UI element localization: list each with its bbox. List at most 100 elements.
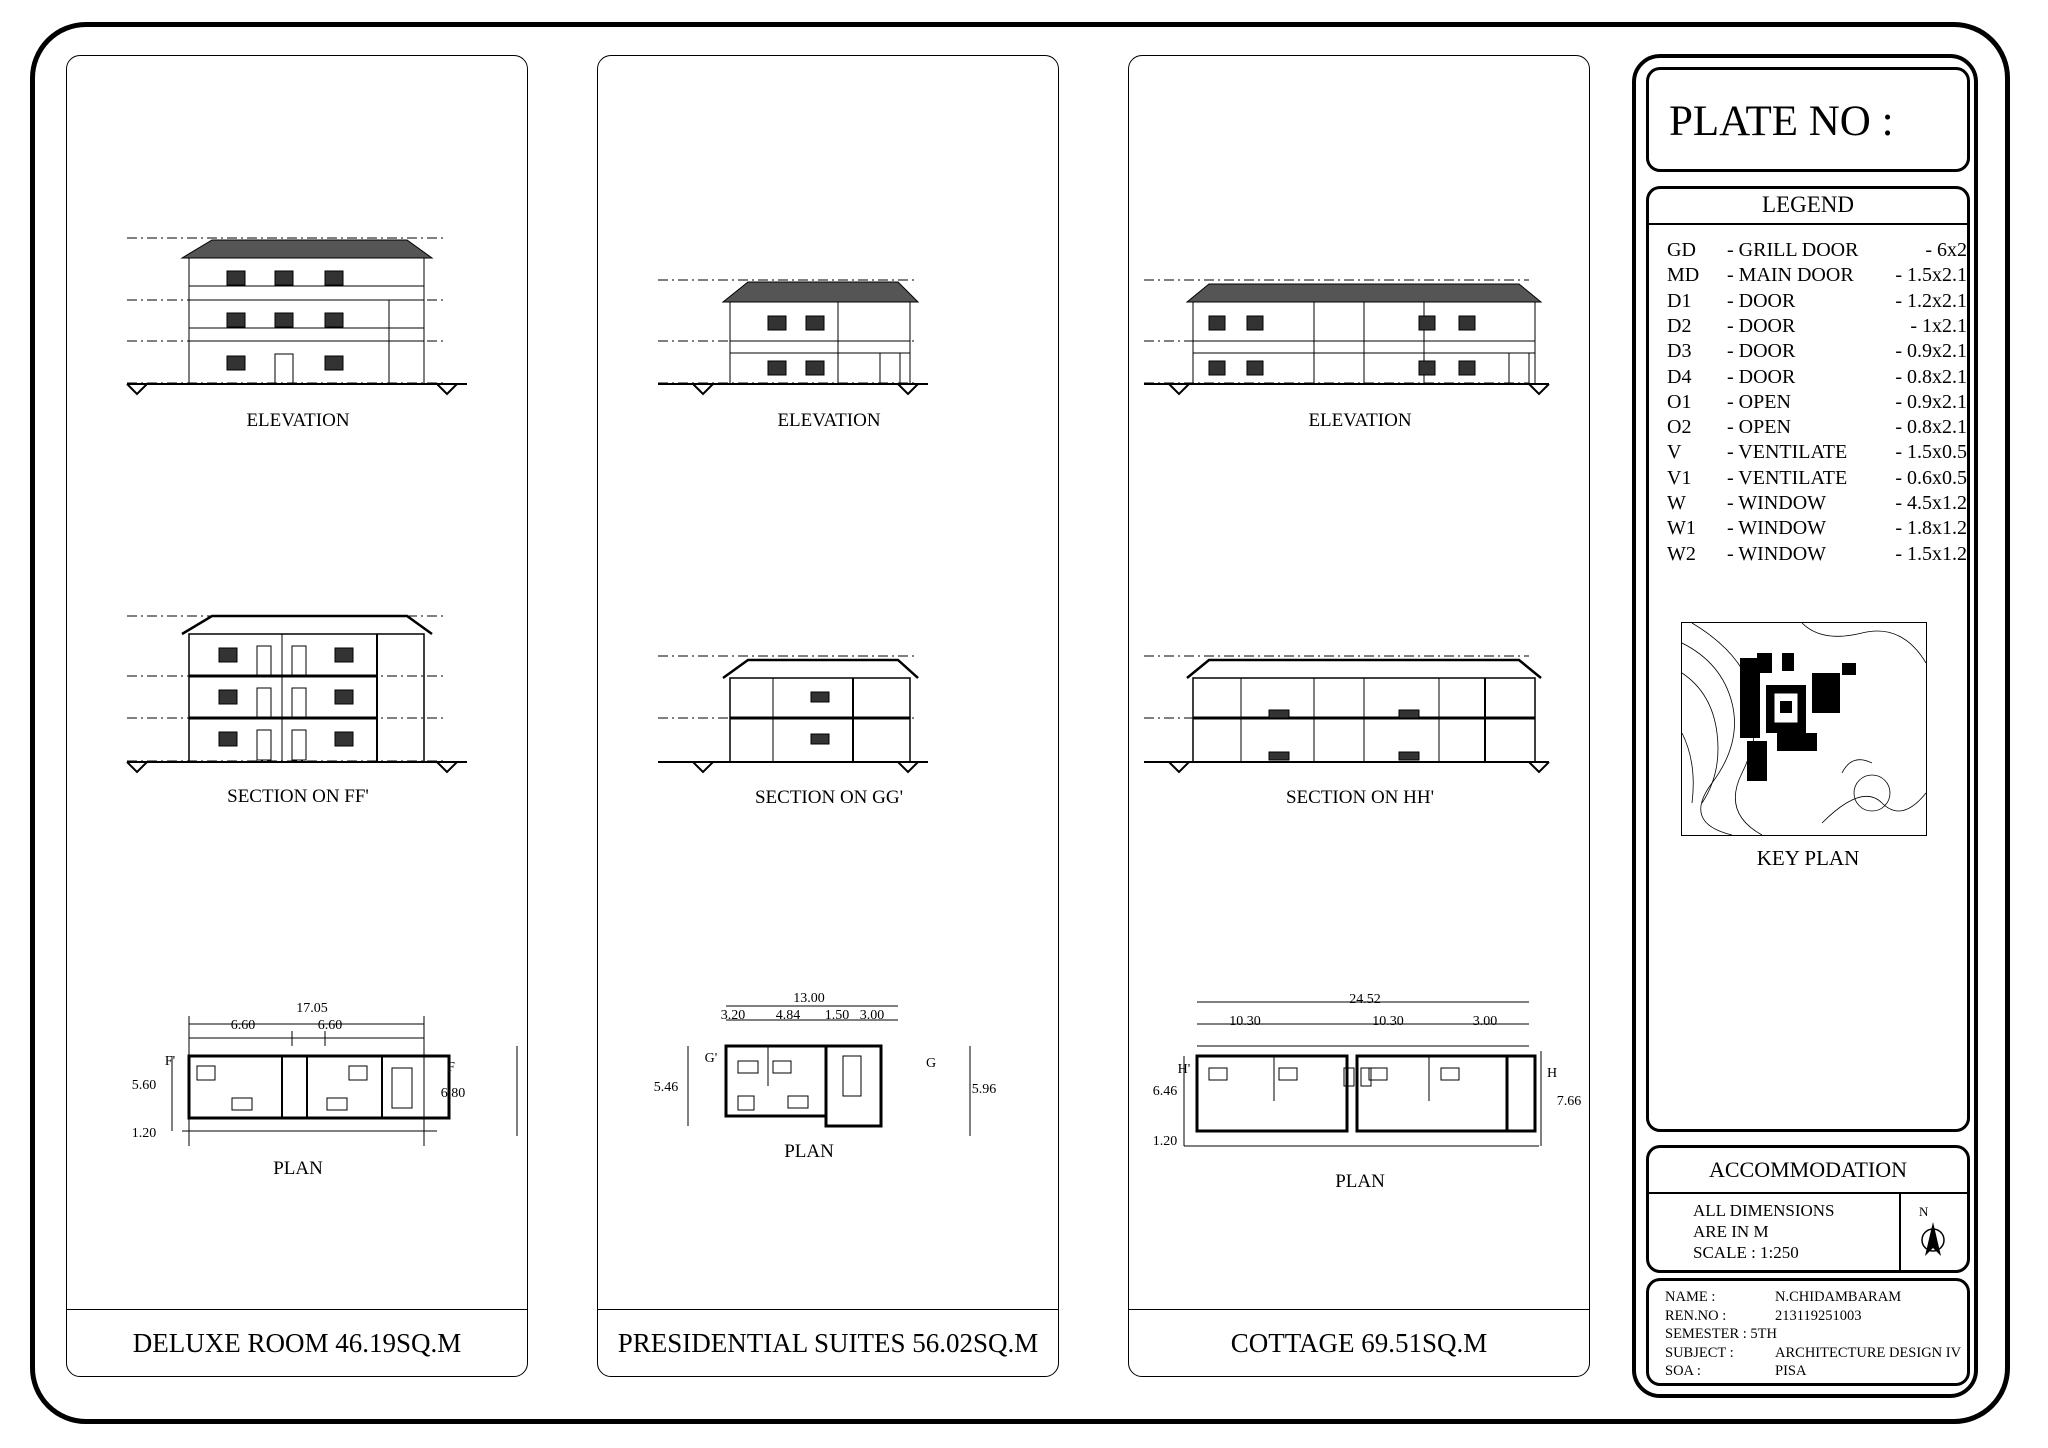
cottage-depth-dim: 6.46 xyxy=(1152,1084,1178,1099)
deluxe-right-dim: 6.60 xyxy=(317,1018,343,1033)
deluxe-section-label: SECTION ON FF' xyxy=(227,786,369,807)
legend-code: MD xyxy=(1667,264,1700,287)
legend-size: - 0.9x2.1 xyxy=(1895,340,1967,363)
panel-presidential-suites: ELEVATION SECTION ON GG' PLAN 13.00 3.20… xyxy=(597,55,1059,1377)
info-row: NAME : N.CHIDAMBARAM xyxy=(1665,1289,1965,1307)
legend-item: W- WINDOW- 4.5x1.2 xyxy=(1667,492,1967,516)
presidential-drawings xyxy=(658,279,971,1136)
presidential-title: PRESIDENTIAL SUITES 56.02SQ.M xyxy=(598,1309,1058,1376)
legend-code: D2 xyxy=(1667,314,1692,337)
legend-code: W2 xyxy=(1667,542,1696,565)
cottage-right-dim: 3.00 xyxy=(1472,1014,1498,1029)
cottage-plan xyxy=(1183,1001,1542,1147)
legend-code: D4 xyxy=(1667,365,1692,388)
cottage-drawings xyxy=(1144,279,1550,1147)
legend-desc: - DOOR xyxy=(1727,314,1796,337)
legend-item: O2- OPEN- 0.8x2.1 xyxy=(1667,416,1967,440)
panel-cottage: ELEVATION SECTION ON HH' PLAN 24.52 10.3… xyxy=(1128,55,1590,1377)
legend-desc: - OPEN xyxy=(1727,390,1791,413)
key-plan-image xyxy=(1681,622,1927,836)
accommodation-title: ACCOMMODATION xyxy=(1649,1148,1967,1194)
deluxe-depth2-dim: 6.80 xyxy=(440,1086,466,1101)
presidential-plan xyxy=(687,1005,971,1136)
deluxe-bottom-dim: 1.20 xyxy=(131,1126,157,1141)
legend-size: - 1.8x1.2 xyxy=(1895,517,1967,540)
info-value: ARCHITECTURE DESIGN IV xyxy=(1775,1344,1962,1361)
legend-desc: - VENTILATE xyxy=(1727,441,1848,464)
legend-code: V xyxy=(1667,441,1682,464)
key-plan-map xyxy=(1682,623,1926,835)
info-key: REN.NO : xyxy=(1665,1307,1727,1324)
deluxe-cut-right: F xyxy=(447,1060,455,1075)
legend-code: V1 xyxy=(1667,466,1692,489)
legend-desc: - WINDOW xyxy=(1727,517,1827,540)
legend-item: MD- MAIN DOOR- 1.5x2.1 xyxy=(1667,264,1967,288)
title-block xyxy=(1632,54,1978,1398)
legend-size: - 6x2 xyxy=(1925,239,1967,261)
deluxe-elevation-label: ELEVATION xyxy=(246,410,350,431)
info-value: PISA xyxy=(1775,1363,1807,1379)
legend-size: - 0.8x2.1 xyxy=(1895,416,1967,439)
legend-item: D3- DOOR- 0.9x2.1 xyxy=(1667,340,1967,364)
presidential-plan-label: PLAN xyxy=(784,1141,834,1162)
deluxe-title: DELUXE ROOM 46.19SQ.M xyxy=(67,1309,527,1376)
presidential-d1-dim: 3.20 xyxy=(720,1008,746,1023)
legend-item: D2- DOOR- 1x2.1 xyxy=(1667,315,1967,339)
notes-line-1: ALL DIMENSIONS xyxy=(1693,1201,1835,1220)
legend-item: V - VENTILATE - 1.5x0.5 xyxy=(1667,441,1967,465)
legend-size: - 1.5x0.5 xyxy=(1895,441,1967,464)
legend-item: O1 - OPEN - 0.9x2.1 xyxy=(1667,391,1967,415)
presidential-d2-dim: 4.84 xyxy=(775,1008,801,1023)
legend-item: D4- DOOR- 0.8x2.1 xyxy=(1667,366,1967,390)
deluxe-plan xyxy=(171,1016,518,1146)
deluxe-section xyxy=(126,614,467,774)
presidential-d3-dim: 1.50 xyxy=(824,1008,850,1023)
info-value: N.CHIDAMBARAM xyxy=(1775,1289,1902,1305)
legend-size: - 0.9x2.1 xyxy=(1895,390,1967,413)
scale-note: SCALE : 1:250 xyxy=(1693,1243,1799,1262)
cottage-elevation-label: ELEVATION xyxy=(1308,410,1412,431)
presidential-section xyxy=(658,655,928,774)
deluxe-elevation xyxy=(126,237,467,396)
legend-size: - 1.2x2.1 xyxy=(1895,289,1967,312)
deluxe-total-dim: 17.05 xyxy=(296,1001,328,1016)
presidential-elevation xyxy=(658,279,928,396)
legend-size: - 0.8x2.1 xyxy=(1895,365,1967,388)
deluxe-drawings xyxy=(126,237,518,1146)
cottage-section xyxy=(1144,655,1550,774)
presidential-elevation-label: ELEVATION xyxy=(777,410,881,431)
north-letter: N xyxy=(1919,1204,1929,1219)
presidential-depth2-dim: 5.96 xyxy=(971,1082,997,1097)
cottage-cut-right: H xyxy=(1546,1066,1558,1081)
presidential-depth-dim: 5.46 xyxy=(653,1080,679,1095)
cottage-section-label: SECTION ON HH' xyxy=(1285,787,1435,808)
legend-item: D1- DOOR- 1.2x2.1 xyxy=(1667,290,1967,314)
legend-size: - 1.5x2.1 xyxy=(1895,264,1967,287)
accommodation-divider xyxy=(1899,1192,1901,1272)
legend-desc: - OPEN xyxy=(1727,416,1791,439)
legend-size: - 1.5x1.2 xyxy=(1895,542,1967,565)
info-row: SOA :PISA xyxy=(1665,1363,1965,1381)
presidential-section-label: SECTION ON GG' xyxy=(754,787,904,808)
legend-code: W1 xyxy=(1667,517,1696,540)
legend-desc: - DOOR xyxy=(1727,340,1796,363)
plate-number: PLATE NO : xyxy=(1646,67,1970,172)
deluxe-cut-left: F' xyxy=(164,1054,176,1069)
info-key: SEMESTER : 5TH xyxy=(1665,1326,1777,1342)
presidential-d4-dim: 3.00 xyxy=(859,1008,885,1023)
info-row: SUBJECT :ARCHITECTURE DESIGN IV xyxy=(1665,1345,1965,1363)
cottage-depth2-dim: 7.66 xyxy=(1556,1094,1582,1109)
panel-deluxe-room: ELEVATION SECTION ON FF' PLAN 17.05 6.60… xyxy=(66,55,528,1377)
legend-code: O1 xyxy=(1667,390,1692,413)
accommodation-box: ACCOMMODATION ALL DIMENSIONS ARE IN M SC… xyxy=(1646,1145,1970,1273)
cottage-mid-dim: 10.30 xyxy=(1372,1014,1404,1029)
presidential-cut-left: G' xyxy=(704,1051,718,1066)
cottage-title: COTTAGE 69.51SQ.M xyxy=(1129,1309,1589,1376)
deluxe-depth-dim: 5.60 xyxy=(131,1078,157,1093)
info-value: 213119251003 xyxy=(1775,1307,1862,1324)
cottage-plan-label: PLAN xyxy=(1335,1171,1385,1192)
cottage-left-dim: 10.30 xyxy=(1229,1014,1261,1029)
info-key: NAME : xyxy=(1665,1289,1716,1305)
